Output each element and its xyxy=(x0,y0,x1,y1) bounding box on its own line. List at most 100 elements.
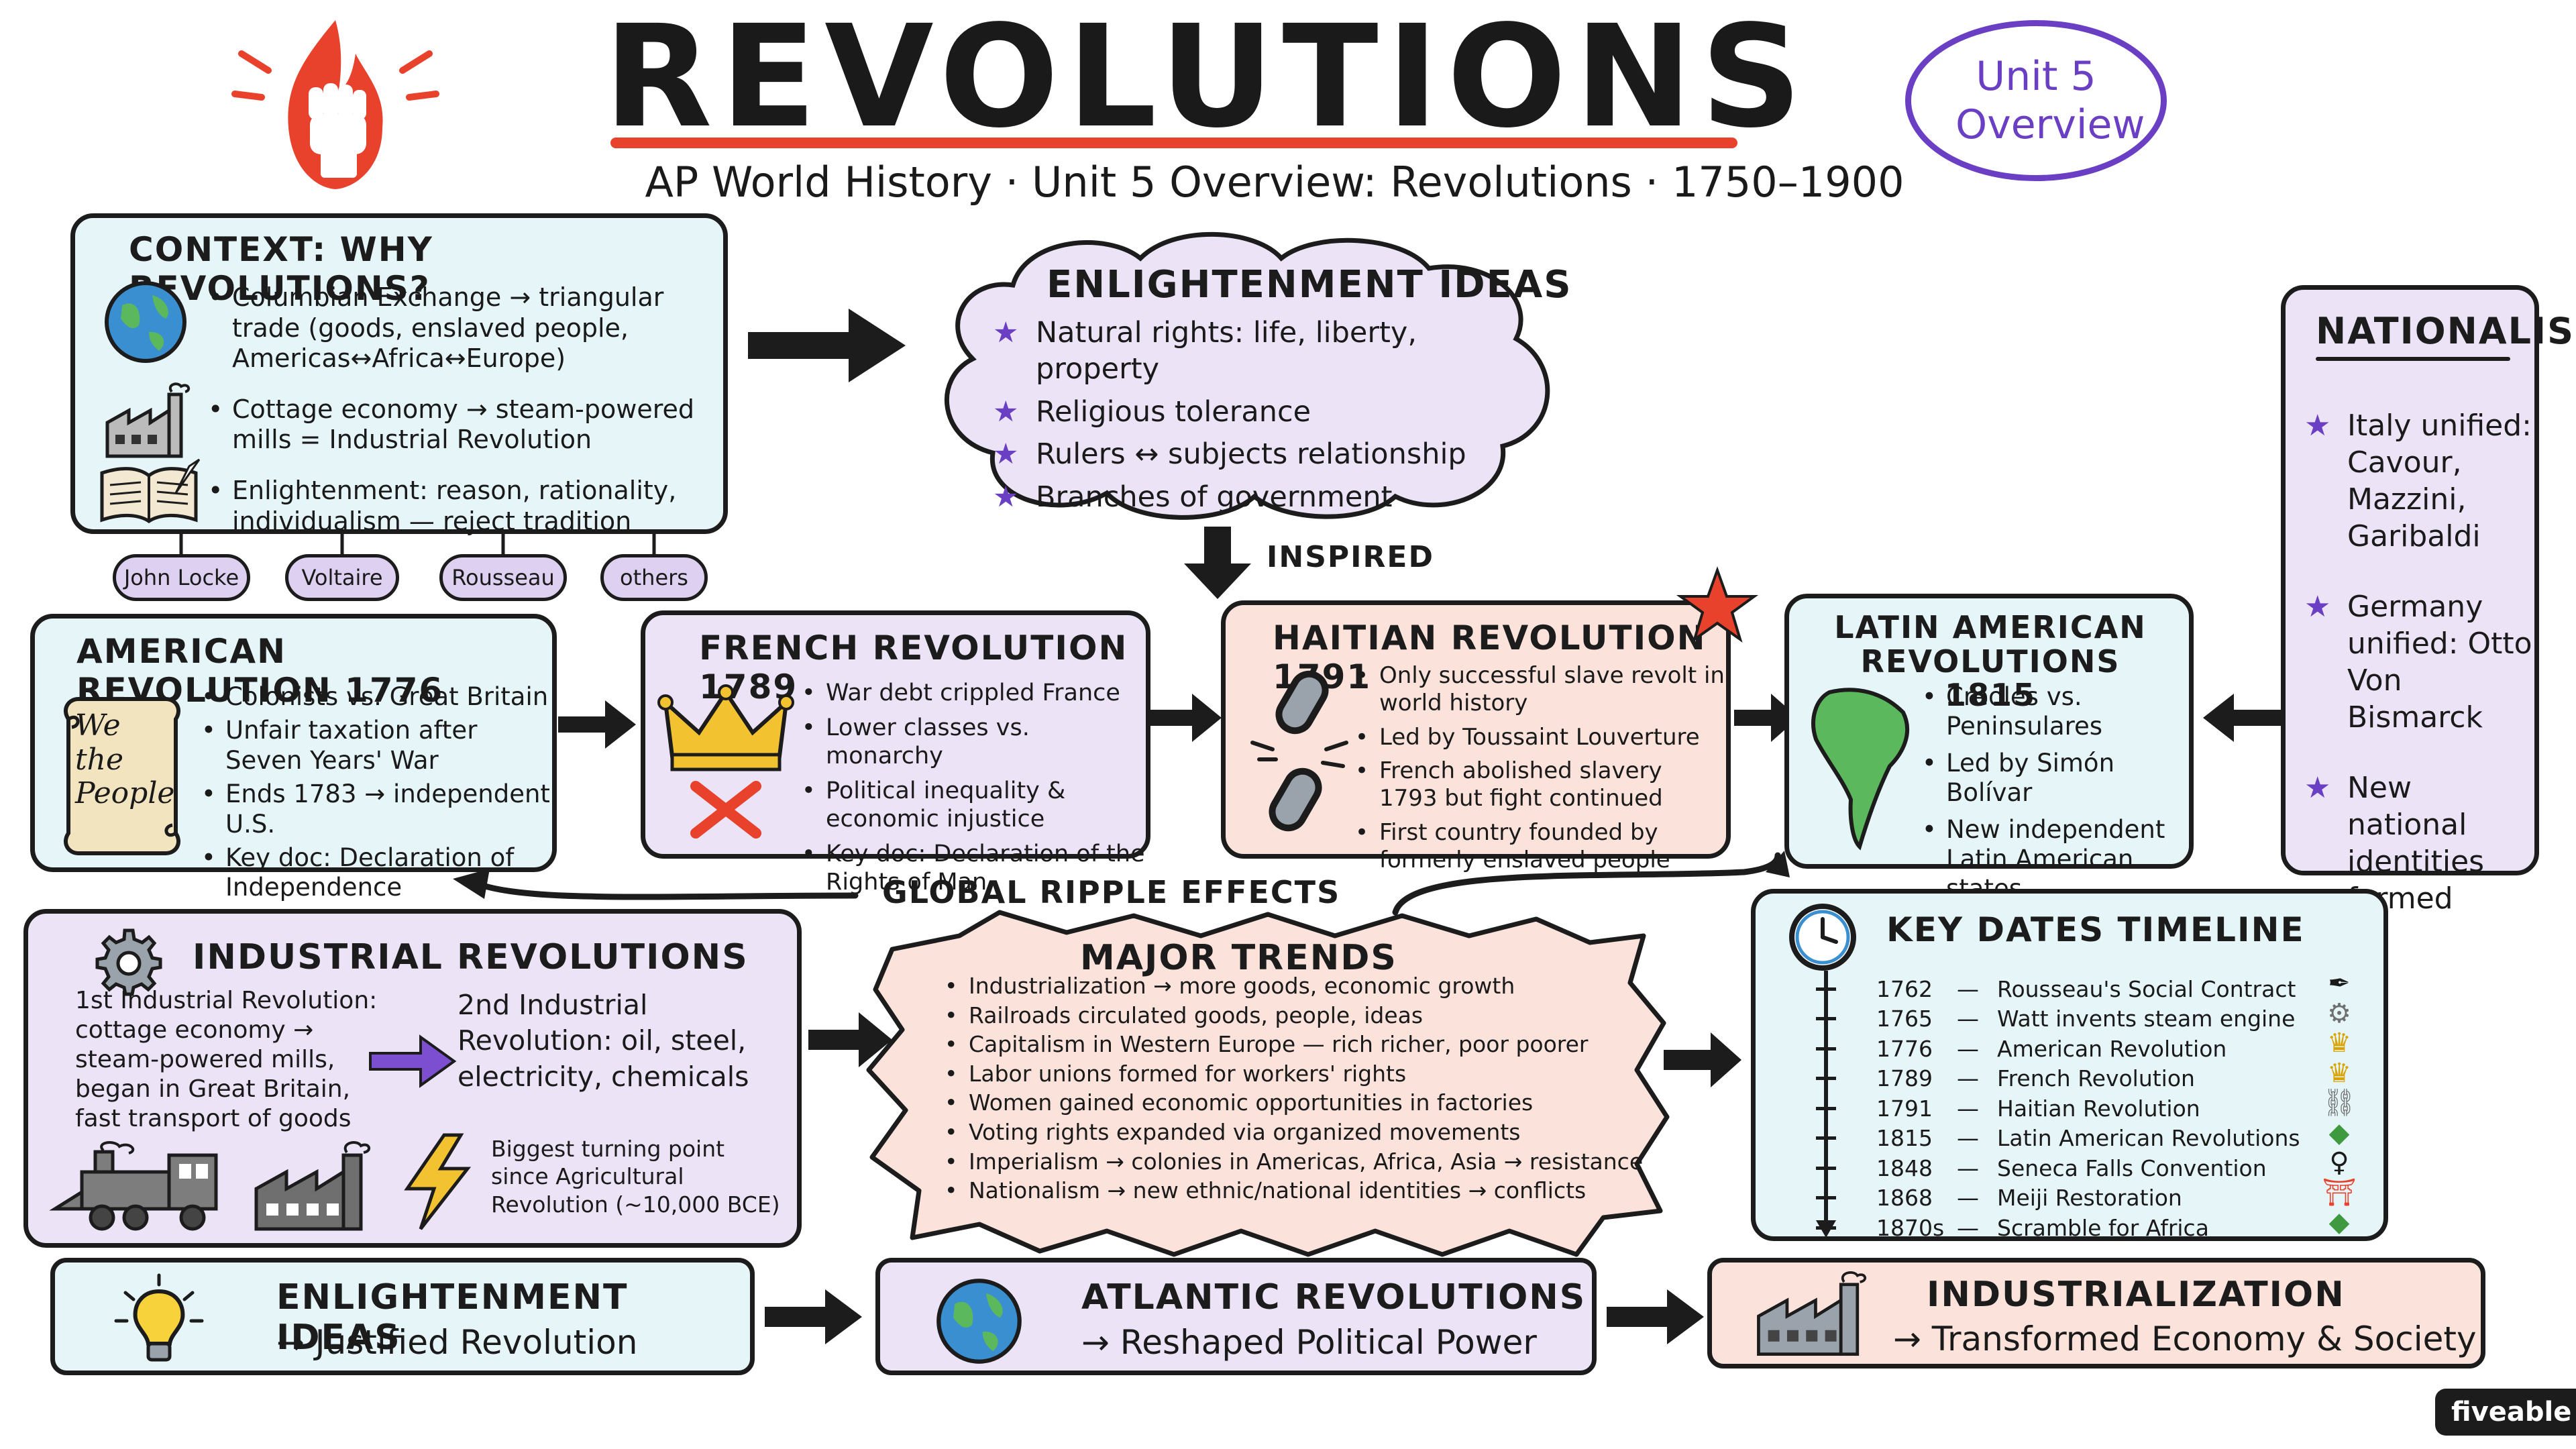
crown-icon: ♛ xyxy=(2327,1028,2351,1059)
crown-crossed-icon xyxy=(657,684,794,839)
gear-icon xyxy=(95,928,162,996)
factory-icon xyxy=(1757,1271,1867,1356)
american-revolution-box: AMERICAN REVOLUTION 1776 We the People C… xyxy=(30,614,557,902)
timeline-row: 1815 — Latin American Revolutions xyxy=(1816,1124,2366,1154)
summary-industrialization-sub: → Transformed Economy & Society xyxy=(1893,1320,2477,1358)
trends-item: Industrialization → more goods, economic… xyxy=(939,973,1650,1000)
quill-icon: ✒ xyxy=(2328,968,2351,999)
unit-badge: Unit 5 Overview xyxy=(1905,20,2167,181)
timeline-list: 1762 — Rousseau's Social Contract 1765 —… xyxy=(1816,974,2366,1243)
nationalism-list: Italy unified: Cavour, Mazzini, Garibald… xyxy=(2304,407,2532,925)
haitian-item: Only successful slave revolt in world hi… xyxy=(1350,662,1725,717)
timeline-dash: — xyxy=(1957,975,1979,1002)
trends-list: Industrialization → more goods, economic… xyxy=(939,973,1650,1204)
context-box: CONTEXT: WHY REVOLUTIONS? Columbian Exch… xyxy=(70,213,728,537)
globe-icon xyxy=(936,1279,1022,1364)
trends-heading: MAJOR TRENDS xyxy=(1080,938,1397,978)
arrow-haitian-to-latin xyxy=(1734,694,1799,742)
star-highlight-icon xyxy=(1676,566,1759,643)
locomotive-icon xyxy=(49,1141,218,1231)
scroll-icon xyxy=(64,697,180,855)
timeline-year: 1765 xyxy=(1876,1006,1933,1032)
thinker-pill-voltaire: Voltaire xyxy=(285,554,399,601)
female-symbol-icon: ♀ xyxy=(2329,1147,2349,1178)
timeline-year: 1870s xyxy=(1876,1214,1945,1241)
haitian-revolution-box: HAITIAN REVOLUTION 1791 Only successful … xyxy=(1221,600,1731,873)
context-item: Cottage economy → steam-powered mills = … xyxy=(203,394,719,455)
timeline-year: 1868 xyxy=(1876,1185,1933,1212)
summary-enlightenment-sub: → Justified Revolution xyxy=(276,1323,638,1362)
fiveable-logo: fiveable xyxy=(2435,1389,2576,1436)
timeline-year: 1848 xyxy=(1876,1155,1933,1181)
nationalism-item: Germany unified: Otto Von Bismarck xyxy=(2304,588,2532,736)
south-america-map-icon xyxy=(1811,688,1910,851)
clock-icon xyxy=(1789,904,1856,971)
timeline-heading: KEY DATES TIMELINE xyxy=(1886,910,2305,949)
industrial-first: 1st Industrial Revolution: cottage econo… xyxy=(75,987,378,1132)
trends-item: Labor unions formed for workers' rights xyxy=(939,1061,1650,1087)
timeline-row: 1776 — American Revolution xyxy=(1816,1034,2366,1064)
trends-item: Women gained economic opportunities in f… xyxy=(939,1089,1650,1116)
broken-chain-icon xyxy=(1250,670,1348,832)
arrow-american-to-french xyxy=(558,700,636,749)
timeline-dash: — xyxy=(1957,1035,1979,1062)
globe-icon xyxy=(105,281,186,363)
timeline-row: 1791 — Haitian Revolution xyxy=(1816,1093,2366,1124)
french-item: Political inequality & economic injustic… xyxy=(796,777,1145,833)
arrow-french-to-haitian xyxy=(1150,694,1222,742)
haitian-item: French abolished slavery 1793 but fight … xyxy=(1350,757,1725,812)
timeline-event: Scramble for Africa xyxy=(1997,1214,2209,1241)
page-subtitle: AP World History · Unit 5 Overview: Revo… xyxy=(645,158,1904,207)
timeline-event: Seneca Falls Convention xyxy=(1997,1155,2267,1181)
nationalism-item: New national identities formed xyxy=(2304,769,2532,917)
timeline-year: 1789 xyxy=(1876,1065,1933,1092)
timeline-event: Latin American Revolutions xyxy=(1997,1125,2300,1152)
timeline-dash: — xyxy=(1957,1185,1979,1212)
haitian-item: Led by Toussaint Louverture xyxy=(1350,724,1725,751)
timeline-row: 1762 — Rousseau's Social Contract xyxy=(1816,974,2366,1004)
summary-enlightenment-title: ENLIGHTENMENT IDEAS xyxy=(276,1277,629,1358)
open-book-icon xyxy=(100,458,201,524)
timeline-year: 1815 xyxy=(1876,1125,1933,1152)
scroll-text: We the People xyxy=(75,708,175,811)
thinker-pill-rousseau: Rousseau xyxy=(439,554,567,601)
timeline-event: American Revolution xyxy=(1997,1035,2227,1062)
summary-enlightenment-box: ENLIGHTENMENT IDEAS → Justified Revoluti… xyxy=(50,1258,755,1375)
industrial-turning-point: Biggest turning point since Agricultural… xyxy=(491,1136,780,1218)
french-item: Lower classes vs. monarchy xyxy=(796,714,1145,770)
arrow-nationalism-to-latin xyxy=(2203,694,2281,742)
enlightenment-item: Religious tolerance xyxy=(993,394,1543,431)
timeline-dash: — xyxy=(1957,1006,1979,1032)
lightning-icon xyxy=(404,1133,472,1230)
timeline-row: 1765 — Watt invents steam engine xyxy=(1816,1004,2366,1034)
enlightenment-item: Rulers ↔ subjects relationship xyxy=(993,437,1543,473)
factory-icon xyxy=(105,382,191,458)
factory-icon xyxy=(254,1141,371,1231)
american-item: Unfair taxation after Seven Years' War xyxy=(196,716,551,775)
trends-item: Nationalism → new ethnic/national identi… xyxy=(939,1177,1650,1204)
purple-arrow-icon xyxy=(369,1034,457,1088)
french-revolution-box: FRENCH REVOLUTION 1789 War debt crippled… xyxy=(641,610,1150,896)
timeline-row: 1868 — Meiji Restoration xyxy=(1816,1183,2366,1214)
broken-chain-icon: ⛓ xyxy=(2322,1087,2357,1118)
thinker-pill-others: others xyxy=(600,554,708,601)
fist-flame-icon xyxy=(231,20,439,189)
arrow-context-to-enlightenment xyxy=(748,309,906,382)
timeline-event: Watt invents steam engine xyxy=(1997,1006,2296,1032)
nationalism-item: Italy unified: Cavour, Mazzini, Garibald… xyxy=(2304,407,2532,555)
timeline-row: 1848 — Seneca Falls Convention xyxy=(1816,1153,2366,1183)
summary-atlantic-title: ATLANTIC REVOLUTIONS xyxy=(1081,1277,1587,1318)
nationalism-heading: NATIONALISM xyxy=(2316,310,2576,352)
context-item: Enlightenment: reason, rationality, indi… xyxy=(203,476,719,537)
timeline-event: Haitian Revolution xyxy=(1997,1095,2200,1122)
timeline-event: Rousseau's Social Contract xyxy=(1997,975,2296,1002)
nationalism-heading-underline xyxy=(2316,357,2510,361)
timeline-dash: — xyxy=(1957,1125,1979,1152)
timeline-dash: — xyxy=(1957,1214,1979,1241)
industrial-second: 2nd Industrial Revolution: oil, steel, e… xyxy=(458,989,749,1093)
american-item: Colonists vs. Great Britain xyxy=(196,682,551,712)
american-item: Key doc: Declaration of Independence xyxy=(196,843,551,903)
industrial-heading: INDUSTRIAL REVOLUTIONS xyxy=(193,937,749,977)
enlightenment-item: Natural rights: life, liberty, property xyxy=(993,315,1543,388)
trends-item: Imperialism → colonies in Americas, Afri… xyxy=(939,1148,1650,1175)
